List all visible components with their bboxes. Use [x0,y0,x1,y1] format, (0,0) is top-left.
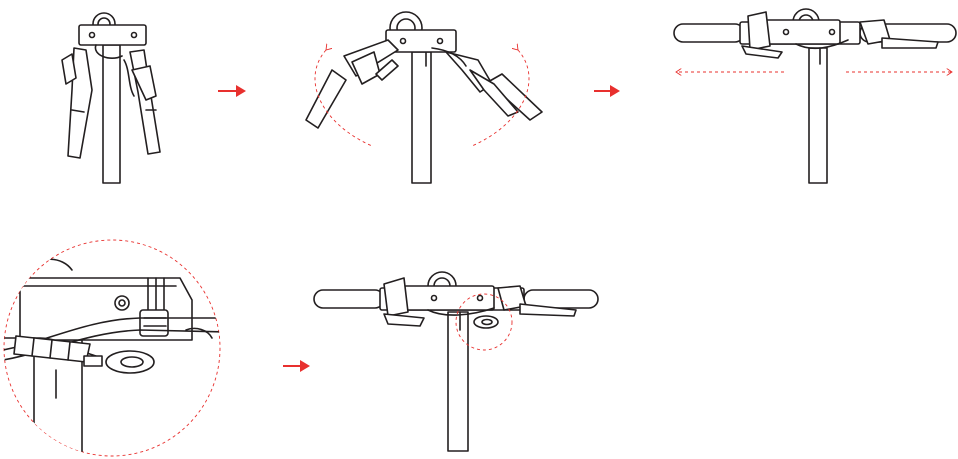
right-brake-lever [881,37,939,49]
rotate-left-arc [314,50,373,147]
arrow-4-to-5 [283,360,310,372]
left-lever-housing [747,11,771,51]
stem-tube [411,51,432,184]
left-lever-housing [61,53,77,85]
arrow-right-icon [610,85,620,97]
stem-tube [447,311,469,452]
left-brake-lever [375,59,399,81]
cable-clip-ring [473,315,499,329]
arrow-right-icon [236,85,246,97]
left-lever-housing [383,277,409,317]
clip-base [83,355,103,367]
arrow-1-to-2 [218,85,246,97]
stem-clamp [78,24,147,46]
stem-clamp [763,19,841,45]
left-grip [673,23,745,43]
brake-cable [94,44,135,97]
step-2-rotating-handlebars [305,11,543,184]
detail-indicator-circle [455,293,513,351]
step-3-extended-handlebars [673,8,957,184]
stem-clamp [403,285,495,311]
step-4-magnified-detail [3,239,221,457]
left-grip [313,289,385,309]
left-brake-lever [383,313,425,327]
step-1-folded-handlebars [61,12,161,184]
right-lever-housing [131,65,157,101]
stem-tube [808,47,828,184]
screw-icon [114,295,130,311]
left-brake-lever [741,45,783,59]
brake-cable [795,39,849,50]
arrow-right-icon [300,360,310,372]
rotation-indicators [314,50,530,147]
rotate-right-arc [471,50,530,147]
arrow-2-to-3 [594,85,620,97]
cable-clip-ring [105,350,155,374]
right-brake-lever [469,69,519,117]
step-5-assembled-handlebars [313,271,599,452]
stem-tube [102,44,121,184]
left-grip [305,69,347,129]
right-folded-grip [129,49,161,155]
brake-cable-detail [4,317,220,353]
brake-cable [427,307,495,316]
right-brake-lever [519,303,577,317]
brake-cable [431,47,467,67]
right-grip [487,73,543,121]
cable-clamp-band [139,309,169,337]
